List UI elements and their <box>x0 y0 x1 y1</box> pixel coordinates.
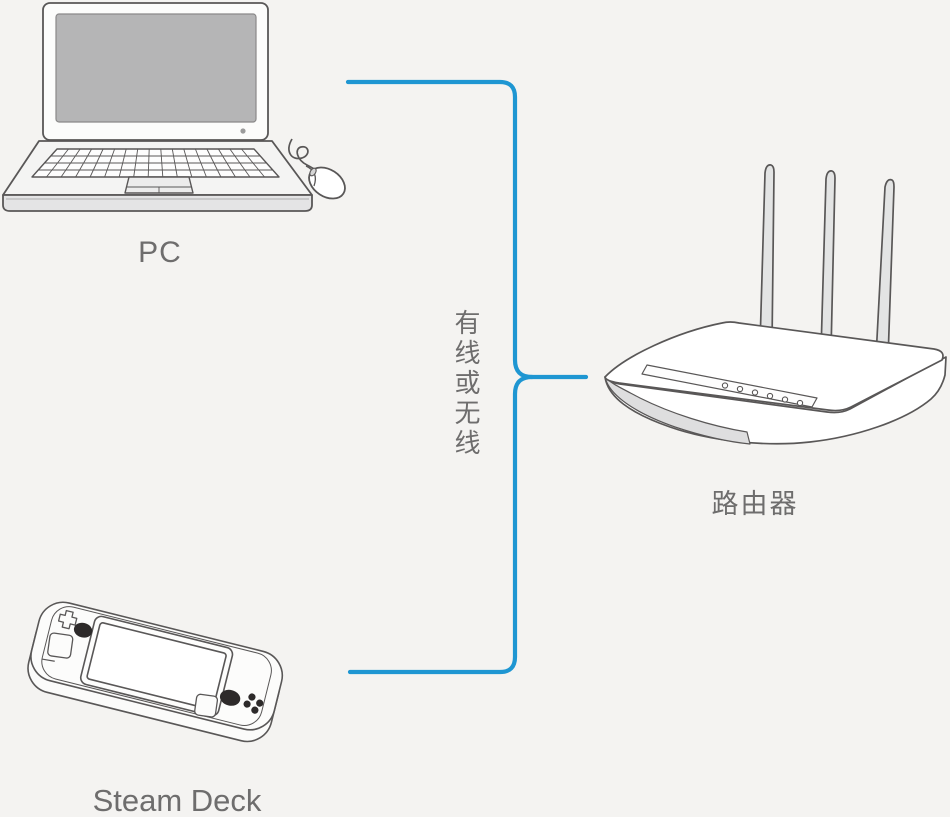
mouse-icon <box>288 138 346 200</box>
brace-lower-arm <box>347 374 535 675</box>
router-led-strip <box>641 364 818 408</box>
handheld-console-icon <box>27 601 284 743</box>
router-body-top <box>604 321 944 412</box>
deck-screen <box>86 622 227 711</box>
laptop-with-mouse-icon <box>2 2 346 212</box>
laptop-keyboard <box>31 148 280 178</box>
deck-vent-slot <box>41 658 55 662</box>
steam-deck-label: Steam Deck <box>92 783 262 817</box>
left-joystick-icon <box>73 622 93 638</box>
router-antenna-icon <box>759 164 775 346</box>
dpad-icon <box>57 609 78 630</box>
wireless-router-icon <box>604 164 947 445</box>
pc-label: PC <box>138 236 182 269</box>
laptop-screen <box>55 13 257 123</box>
mouse-wheel <box>309 167 317 177</box>
right-joystick-icon <box>219 689 241 706</box>
router-antenna-icon <box>820 170 836 352</box>
laptop-front-edge <box>2 194 313 212</box>
right-trackpad-icon <box>194 693 219 718</box>
router-antenna-icon <box>875 178 895 360</box>
deck-face-plate <box>41 606 272 726</box>
connection-type-label: 有线或无线 <box>451 309 481 459</box>
router-led-lights <box>721 382 804 407</box>
router-label: 路由器 <box>711 489 799 519</box>
router-body-shade <box>604 376 751 445</box>
left-trackpad-icon <box>47 632 74 659</box>
mouse-cable <box>288 138 317 171</box>
laptop-touchpad <box>124 176 194 194</box>
laptop-webcam-dot <box>240 128 246 134</box>
abxy-buttons-icon <box>243 693 264 714</box>
